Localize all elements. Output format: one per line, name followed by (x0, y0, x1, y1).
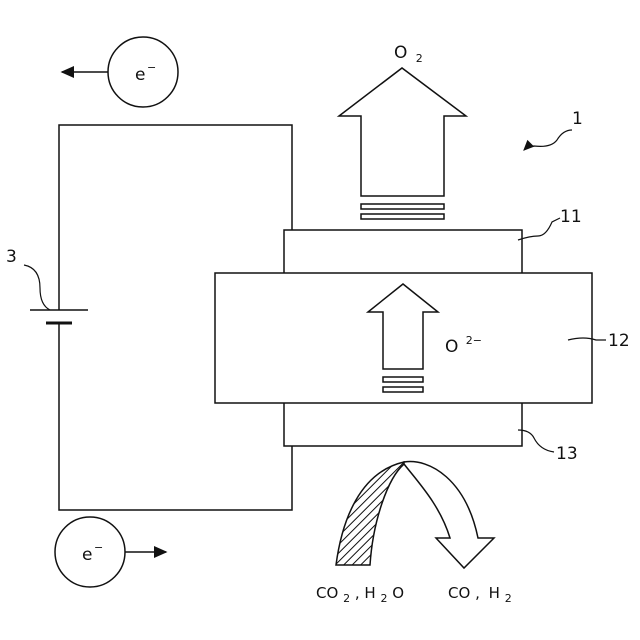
output-gases-label: CO , H 2 (448, 584, 512, 605)
gas-output-flow (404, 462, 494, 568)
anode-leader-line (518, 218, 560, 240)
input-gas-1-main: CO (316, 584, 338, 602)
electron-bottom: e − (55, 517, 125, 587)
oxide-ion-charge: 2− (466, 334, 482, 347)
electron-top-symbol: e (135, 65, 145, 85)
oxygen-out-sub: 2 (416, 52, 423, 65)
electron-top: e − (108, 37, 178, 107)
electrolyte-label: 12 (608, 331, 630, 351)
electron-top-charge: − (147, 61, 156, 74)
cathode-layer (284, 402, 522, 446)
cathode-leader-line (518, 430, 554, 452)
input-gas-sep: , (355, 584, 360, 602)
device-leader-line (524, 130, 572, 150)
output-gas-2-main: H (489, 584, 500, 602)
battery-symbol (30, 310, 88, 323)
oxygen-outlet-bars (361, 204, 444, 219)
gas-input-flow (336, 462, 404, 565)
output-gas-1-main: CO (448, 584, 470, 602)
power-source-leader-line (24, 265, 50, 310)
anode-layer (284, 230, 522, 274)
input-gas-2-rest: O (392, 584, 404, 602)
input-gas-2-sub: 2 (380, 592, 387, 605)
output-gas-sep: , (475, 584, 480, 602)
anode-label: 11 (560, 207, 582, 227)
input-gas-1-sub: 2 (343, 592, 350, 605)
oxygen-outlet-arrow (339, 68, 466, 196)
device-label: 1 (572, 109, 583, 129)
oxygen-out-main: O (394, 43, 407, 63)
input-gases-label: CO 2 , H 2 O (316, 584, 404, 606)
cathode-label: 13 (556, 444, 578, 464)
oxygen-out-label: O 2 (394, 43, 423, 65)
input-gas-2-main: H (364, 584, 375, 602)
electron-bottom-charge: − (94, 541, 103, 554)
electron-bottom-symbol: e (82, 545, 92, 565)
power-source-label: 3 (6, 247, 17, 267)
oxide-ion-main: O (445, 337, 458, 357)
output-gas-2-sub: 2 (505, 592, 512, 605)
